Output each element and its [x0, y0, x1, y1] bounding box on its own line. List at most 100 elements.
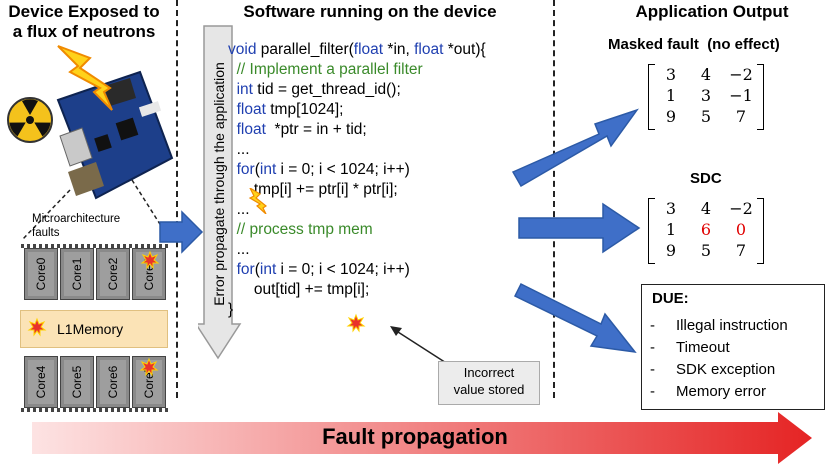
arrow-to-due: [513, 282, 637, 353]
device-heading: Device Exposed to a flux of neutrons: [8, 2, 160, 41]
fault-burst-icon: [28, 318, 46, 336]
core-0: Core0: [21, 244, 61, 300]
fault-burst-icon: [141, 251, 159, 269]
fault-burst-icon: [140, 358, 158, 376]
code-line: ...: [228, 240, 548, 260]
matrix-cell: 9: [665, 241, 677, 260]
code-token: int: [259, 161, 277, 178]
code-token: i = 0; i < 1024; i++): [276, 261, 410, 278]
lightning-bolt-icon: [248, 188, 268, 214]
arrow-to-masked: [511, 108, 639, 188]
matrix-cell: 5: [700, 241, 712, 260]
code-token: // process tmp mem: [228, 221, 373, 238]
fault-bursts: [28, 251, 159, 376]
masked-matrix: 3 4 −2 1 3 −1 9 5 7: [648, 64, 764, 130]
error-propagation-label: Error propagate through the application: [211, 62, 227, 306]
code-token: tmp[1024];: [265, 101, 344, 118]
code-token: for: [228, 161, 255, 178]
due-title: DUE:: [652, 290, 689, 307]
matrix-cell: 1: [665, 86, 677, 105]
code-token: i = 0; i < 1024; i++): [276, 161, 410, 178]
code-token: float: [228, 101, 266, 118]
code-token: (: [254, 161, 260, 178]
output-heading: Application Output: [635, 2, 789, 21]
code-token: int: [228, 81, 253, 98]
code-line: ...: [228, 200, 548, 220]
code-token: parallel_filter(: [256, 41, 354, 58]
separator-right: [553, 0, 555, 398]
core-1: Core1: [57, 244, 97, 300]
code-token: ...: [228, 241, 250, 258]
due-item: -Memory error: [650, 383, 767, 400]
matrix-cell: 4: [700, 199, 712, 218]
fault-burst-icon: [346, 313, 366, 333]
sdc-matrix: 3 4 −2 1 6 0 9 5 7: [648, 198, 764, 264]
device-illustration: [7, 45, 174, 240]
code-token: float: [228, 121, 266, 138]
matrix-cell: 0: [735, 220, 747, 239]
core-4: Core4: [21, 356, 61, 412]
due-list: -Illegal instruction -Timeout -SDK excepti…: [650, 315, 788, 403]
code-line: }: [228, 300, 548, 320]
matrix-cell: 1: [665, 220, 677, 239]
matrix-cell: 9: [665, 107, 677, 126]
l1-memory: L1Memory: [20, 310, 168, 348]
radiation-icon: [7, 97, 53, 143]
code-token: int: [259, 261, 277, 278]
error-propagation-arrow: [198, 25, 242, 360]
matrix-cell: 3: [665, 199, 677, 218]
code-token: tmp[i] += ptr[i] * ptr[i];: [228, 181, 398, 198]
core-5: Core5: [57, 356, 97, 412]
code-token: out[tid] += tmp[i];: [228, 281, 370, 298]
fault-propagation-label: Fault propagation: [322, 424, 508, 449]
code-token: *in,: [383, 41, 415, 58]
matrix-cell: 5: [700, 107, 712, 126]
core-2: Core2: [93, 244, 133, 300]
software-heading: Software running on the device: [243, 2, 497, 21]
due-item: -Illegal instruction: [650, 317, 788, 334]
due-item: -Timeout: [650, 339, 730, 356]
code-line: for(int i = 0; i < 1024; i++): [228, 260, 548, 280]
code-token: tid = get_thread_id();: [252, 81, 401, 98]
code-line: tmp[i] += ptr[i] * ptr[i];: [228, 180, 548, 200]
code-token: for: [228, 261, 255, 278]
incorrect-value-callout: Incorrect value stored: [438, 361, 540, 405]
matrix-cell: 6: [700, 220, 712, 239]
matrix-cell: −1: [729, 86, 753, 105]
code-token: float: [353, 41, 384, 58]
code-line: // Implement a parallel filter: [228, 60, 548, 80]
matrix-cell: 7: [735, 107, 747, 126]
fault-propagation-arrow: [32, 412, 812, 464]
micro-label: Microarchitecture faults: [32, 213, 121, 239]
code-line: float *ptr = in + tid;: [228, 120, 548, 140]
output-arrows: [511, 108, 641, 353]
code-token: void: [228, 41, 257, 58]
matrix-cell: 3: [665, 65, 677, 84]
code-token: ...: [228, 141, 250, 158]
code-line: for(int i = 0; i < 1024; i++): [228, 160, 548, 180]
matrix-cell: 3: [700, 86, 712, 105]
matrix-cell: −2: [729, 199, 753, 218]
code-token: ...: [228, 201, 250, 218]
masked-title: Masked fault (no effect): [608, 36, 780, 53]
code-line: ...: [228, 140, 548, 160]
arrow-to-sdc: [518, 202, 641, 254]
matrix-cell: 7: [735, 241, 747, 260]
code-block: void parallel_filter(float *in, float *o…: [228, 40, 548, 320]
code-line: out[tid] += tmp[i];: [228, 280, 548, 300]
code-token: float: [414, 41, 444, 58]
code-line: // process tmp mem: [228, 220, 548, 240]
lightning-bolt-icon: [57, 45, 113, 111]
core-6: Core6: [93, 356, 133, 412]
code-line: int tid = get_thread_id();: [228, 80, 548, 100]
matrix-cell: 4: [700, 65, 712, 84]
code-token: // Implement a parallel filter: [228, 61, 423, 78]
code-line: void parallel_filter(float *in, float *o…: [228, 40, 548, 60]
code-token: }: [228, 301, 234, 318]
due-item: -SDK exception: [650, 361, 776, 378]
matrix-cell: −2: [729, 65, 753, 84]
code-token: *out){: [443, 41, 486, 58]
due-box: DUE: -Illegal instruction -Timeout -SDK ex…: [641, 284, 825, 410]
input-arrow: [159, 210, 204, 254]
code-line: float tmp[1024];: [228, 100, 548, 120]
